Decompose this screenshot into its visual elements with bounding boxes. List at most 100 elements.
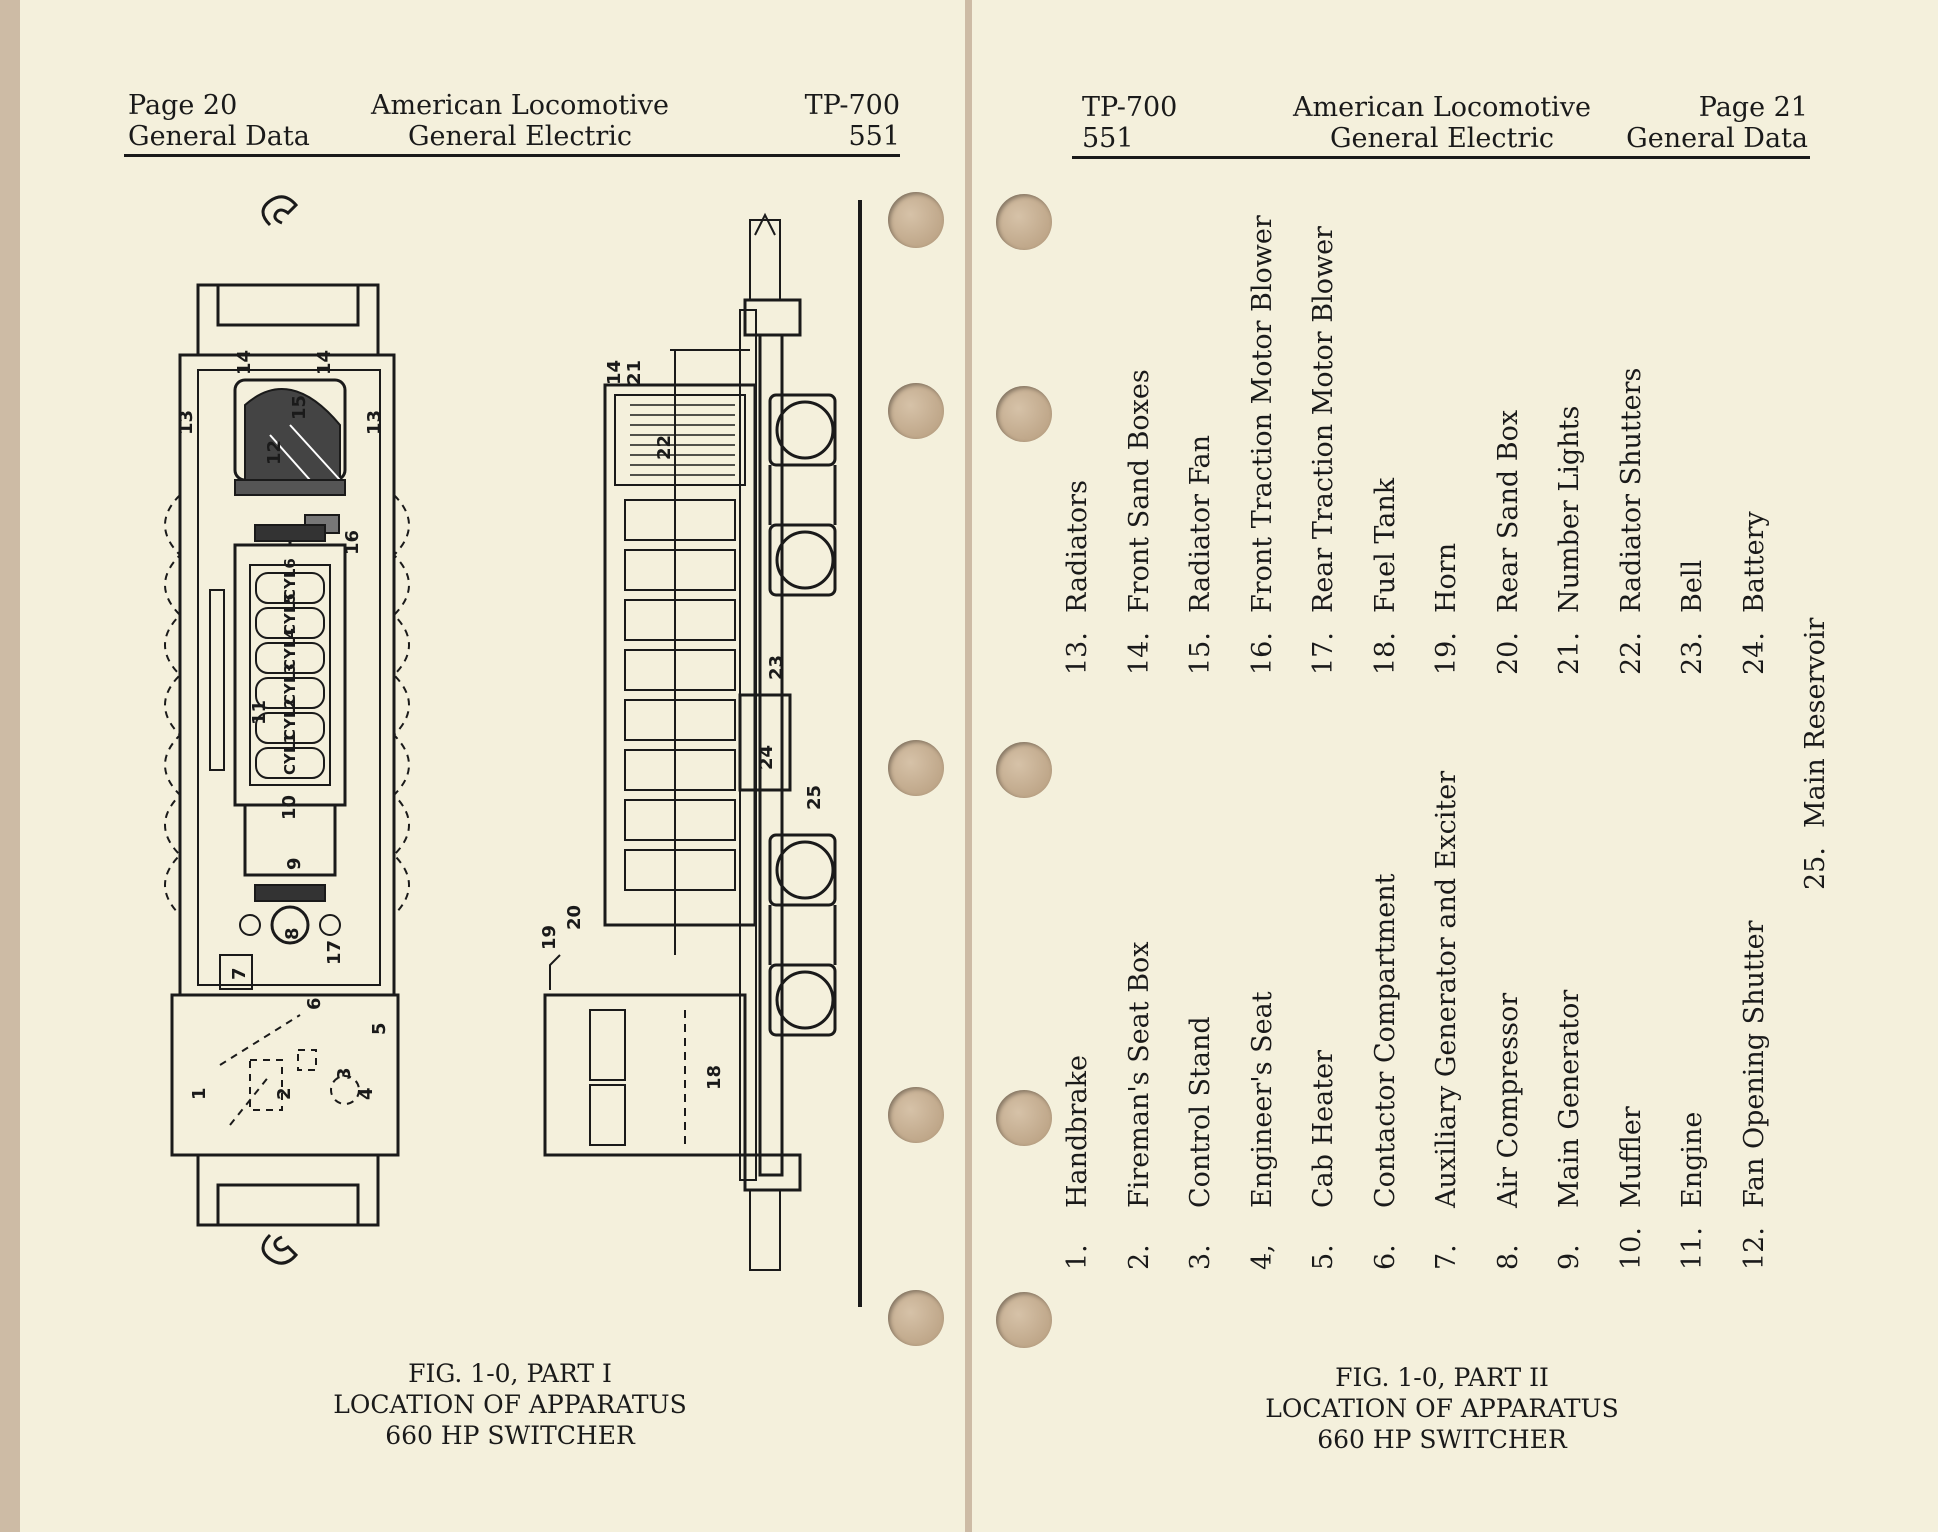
- label-side-19: 19: [539, 925, 560, 950]
- header-doc-code-right: TP-700: [1082, 92, 1178, 123]
- label-14a: 14: [234, 350, 255, 375]
- cyl-label-6: CYL6: [281, 558, 299, 600]
- legend-item-label: Radiator Fan: [1185, 434, 1216, 613]
- caption-line3: 660 HP SWITCHER: [385, 1421, 635, 1450]
- punch-hole: [888, 383, 944, 439]
- label-7: 7: [229, 967, 250, 980]
- header-page-number-right: Page 21: [1698, 92, 1808, 123]
- legend-item-number: 16.: [1246, 632, 1278, 675]
- label-side-23: 23: [766, 655, 787, 680]
- legend-item-label: Radiator Shutters: [1615, 367, 1647, 613]
- punch-hole: [996, 1292, 1052, 1348]
- legend-item: 8. Air Compressor: [1493, 993, 1524, 1270]
- legend-item-label: Fireman's Seat Box: [1123, 941, 1155, 1208]
- legend-item-label: Main Reservoir: [1800, 617, 1831, 828]
- legend-item-number: 11.: [1677, 1227, 1708, 1270]
- punch-hole: [888, 1290, 944, 1346]
- caption-line2-right: LOCATION OF APPARATUS: [1265, 1394, 1619, 1423]
- header-rule-right: [1072, 156, 1810, 159]
- legend-item-number: 14.: [1123, 632, 1155, 675]
- cyl-label-2: CYL2: [281, 698, 299, 740]
- header-section-right: General Data: [1626, 123, 1808, 154]
- header-page-info-right: Page 21 General Data: [1626, 92, 1808, 154]
- legend-item-number: 8.: [1492, 1244, 1524, 1270]
- apparatus-diagram: 1 2 3 4 5 6 7 8 9 10 11 12 13 13 14 14 1…: [164, 195, 862, 1307]
- legend-item-label: Battery: [1738, 511, 1770, 613]
- caption-line3-right: 660 HP SWITCHER: [1317, 1425, 1567, 1454]
- cylinder-labels: CYL6 CYL5 CYL4 CYL3 CYL2 CYL1: [281, 558, 299, 775]
- header-company-line2: General Electric: [407, 121, 633, 152]
- caption-line1-right: FIG. 1-0, PART II: [1335, 1363, 1549, 1392]
- header-company: American Locomotive General Electric: [355, 90, 685, 152]
- legend-item-label: Muffler: [1615, 1106, 1647, 1208]
- header-page-number: Page 20: [128, 90, 238, 121]
- legend-item: 9. Main Generator: [1554, 990, 1585, 1270]
- legend-item-label: Handbrake: [1062, 1055, 1093, 1208]
- label-3: 3: [334, 1067, 355, 1080]
- legend-item: 17.Rear Traction Motor Blower: [1308, 226, 1339, 675]
- legend-item: 23.Bell: [1677, 560, 1708, 675]
- legend-item: 21. Number Lights: [1554, 406, 1585, 675]
- legend-item: 24.Battery: [1739, 511, 1770, 675]
- label-side-24: 24: [756, 745, 777, 770]
- punch-hole: [888, 192, 944, 248]
- header-doc-right: TP-700 551: [1082, 92, 1177, 154]
- header-doc-num-right: 551: [1082, 123, 1134, 154]
- label-10: 10: [279, 795, 300, 820]
- label-side-14: 14: [604, 360, 625, 385]
- label-13a: 13: [176, 410, 197, 435]
- caption-line1: FIG. 1-0, PART I: [408, 1359, 612, 1388]
- punch-hole: [996, 194, 1052, 250]
- side-labels: 14 21 22 23 24 25 20 19 18: [539, 360, 825, 1090]
- label-11: 11: [249, 700, 270, 725]
- legend-item: 14. Front Sand Boxes: [1124, 369, 1155, 675]
- legend-item: 1.Handbrake: [1062, 1055, 1093, 1270]
- legend-item: 16.Front Traction Motor Blower: [1247, 215, 1278, 675]
- legend-item-number: 3.: [1185, 1244, 1216, 1270]
- legend-item-label: Front Sand Boxes: [1123, 369, 1155, 613]
- legend-item: 10.Muffler: [1616, 1106, 1647, 1270]
- legend-item: 22. Radiator Shutters: [1616, 368, 1647, 675]
- legend-item-label: Number Lights: [1554, 405, 1585, 613]
- label-12: 12: [264, 440, 285, 465]
- cyl-label-4: CYL4: [281, 628, 299, 670]
- label-side-18: 18: [704, 1065, 725, 1090]
- label-8: 8: [282, 927, 303, 940]
- left-page: Page 20 General Data American Locomotive…: [20, 0, 965, 1532]
- label-9: 9: [284, 857, 305, 870]
- legend-item-label: Main Generator: [1554, 989, 1585, 1208]
- legend-item-number: 9.: [1554, 1244, 1585, 1270]
- label-side-25: 25: [804, 785, 825, 810]
- header-company-line1-right: American Locomotive: [1293, 92, 1591, 123]
- legend-item-label: Auxiliary Generator and Exciter: [1431, 770, 1462, 1208]
- legend-item-number: 12.: [1738, 1227, 1770, 1270]
- cyl-label-5: CYL5: [281, 593, 299, 635]
- legend-item-number: 19.: [1431, 632, 1462, 675]
- header-company-line1: American Locomotive: [371, 90, 669, 121]
- legend-item-label: Air Compressor: [1492, 992, 1524, 1208]
- legend-item-label: Horn: [1431, 542, 1462, 613]
- legend-item: 5.Cab Heater: [1308, 1050, 1339, 1270]
- header-company-right: American Locomotive General Electric: [1277, 92, 1607, 154]
- header-section: General Data: [128, 121, 310, 152]
- legend-item-label: Rear Traction Motor Blower: [1308, 226, 1339, 613]
- figure-caption-part1: FIG. 1-0, PART I LOCATION OF APPARATUS 6…: [220, 1358, 800, 1451]
- legend-item-number: 22.: [1615, 632, 1647, 675]
- legend-item: 11.Engine: [1677, 1112, 1708, 1270]
- plan-view: [164, 195, 410, 1265]
- label-16: 16: [342, 530, 363, 555]
- legend-item-label: Rear Sand Box: [1492, 409, 1524, 613]
- right-page: TP-700 551 American Locomotive General E…: [972, 0, 1938, 1532]
- legend-item: 19. Horn: [1431, 543, 1462, 675]
- legend-item: 3.Control Stand: [1185, 1016, 1216, 1270]
- legend-item-number: 21.: [1554, 632, 1585, 675]
- header-rule: [124, 154, 900, 157]
- legend-item-label: Fan Opening Shutter: [1738, 920, 1770, 1208]
- legend-item-number: 18.: [1369, 632, 1401, 675]
- legend-item-number: 13.: [1062, 632, 1093, 675]
- legend-item: 13.Radiators: [1062, 480, 1093, 675]
- legend-item: 25. Main Reservoir: [1800, 618, 1831, 890]
- punch-hole: [996, 742, 1052, 798]
- legend-item-number: 25.: [1800, 847, 1831, 890]
- legend-item: 2.Fireman's Seat Box: [1124, 941, 1155, 1270]
